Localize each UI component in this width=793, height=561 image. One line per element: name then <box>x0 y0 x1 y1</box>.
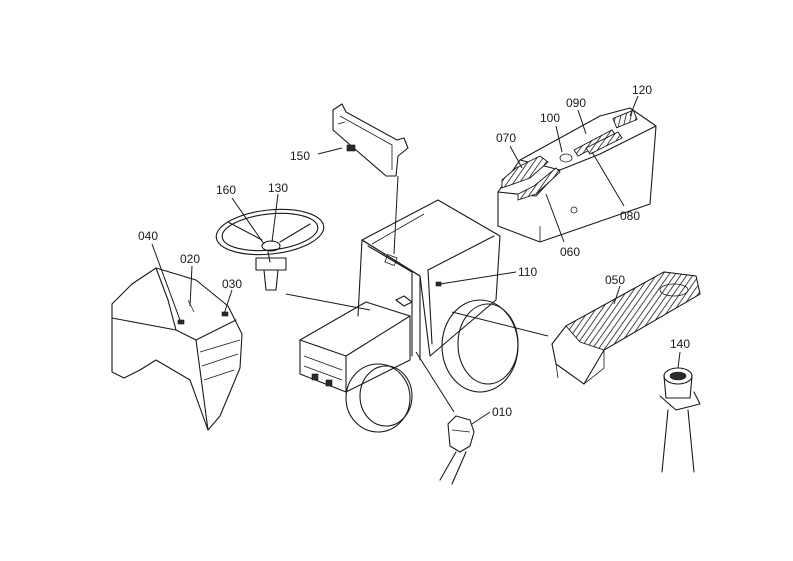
label-050: 050 <box>605 273 625 287</box>
tractor-body <box>299 199 519 433</box>
label-090: 090 <box>566 96 586 110</box>
steering-wheel[interactable] <box>214 204 326 291</box>
label-070: 070 <box>496 131 516 145</box>
label-010: 010 <box>492 405 512 419</box>
leader-150 <box>317 147 343 155</box>
label-030: 030 <box>222 277 242 291</box>
leader-knob-to-tractor <box>415 351 455 413</box>
label-130: 130 <box>268 181 288 195</box>
label-040: 040 <box>138 229 158 243</box>
leader-120 <box>629 95 639 117</box>
hood-panel[interactable] <box>111 267 243 431</box>
leader-080 <box>591 151 625 207</box>
leader-090 <box>577 109 587 135</box>
leader-020 <box>189 265 193 307</box>
label-080: 080 <box>620 209 640 223</box>
label-120: 120 <box>632 83 652 97</box>
leader-050 <box>613 285 621 305</box>
lever-knob[interactable] <box>659 367 701 473</box>
label-100: 100 <box>540 111 560 125</box>
label-060: 060 <box>560 245 580 259</box>
leader-070 <box>509 145 523 169</box>
label-110: 110 <box>518 265 537 279</box>
roof-panel-decal[interactable] <box>332 103 409 177</box>
step-plate[interactable] <box>551 271 701 385</box>
leader-roof-to-tractor <box>393 175 399 255</box>
label-160: 160 <box>216 183 236 197</box>
leader-060 <box>545 193 565 243</box>
leader-140 <box>677 351 681 369</box>
leader-130 <box>271 193 279 243</box>
label-140: 140 <box>670 337 690 351</box>
leader-100 <box>555 125 563 153</box>
leader-160 <box>231 197 265 245</box>
leader-040 <box>151 243 181 321</box>
leader-hood-to-tractor <box>285 293 371 311</box>
gear-shift-knob[interactable] <box>439 415 475 485</box>
label-150: 150 <box>290 149 310 163</box>
leader-010 <box>471 411 491 425</box>
leader-110 <box>439 271 517 285</box>
label-020: 020 <box>180 252 200 266</box>
fender-decal-assembly[interactable] <box>497 107 657 243</box>
leader-fender-to-tractor <box>451 311 549 337</box>
leader-030 <box>223 289 233 315</box>
